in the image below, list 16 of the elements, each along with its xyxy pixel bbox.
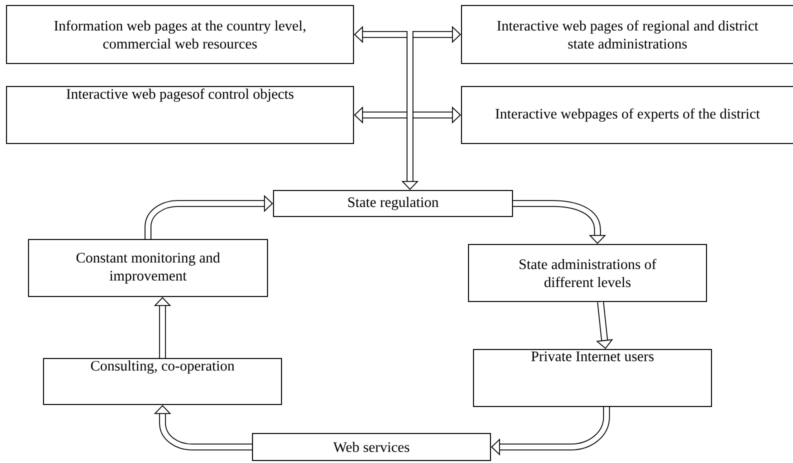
text-box: Information web pages at the country level, commercial web resources (6, 5, 354, 64)
block-arrow (354, 106, 461, 124)
text-box: Interactive web pagesof control objects (6, 86, 354, 144)
text-box: Interactive webpages of experts of the district (461, 86, 793, 144)
text-box: Web services (252, 433, 491, 461)
block-arrow (513, 200, 606, 244)
text-box: Private Internet users (473, 349, 712, 407)
block-arrow (491, 407, 610, 456)
text-box: State administrations of different levels (468, 244, 707, 302)
text-box: Interactive web pages of regional and district state administrations (461, 5, 793, 64)
block-arrow (154, 405, 252, 450)
block-arrow (354, 26, 461, 44)
text-box: State regulation (273, 190, 513, 217)
text-box: Constant monitoring and improvement (28, 239, 268, 297)
text-box: Consulting, co-operation (43, 358, 282, 405)
block-arrow (144, 194, 273, 239)
